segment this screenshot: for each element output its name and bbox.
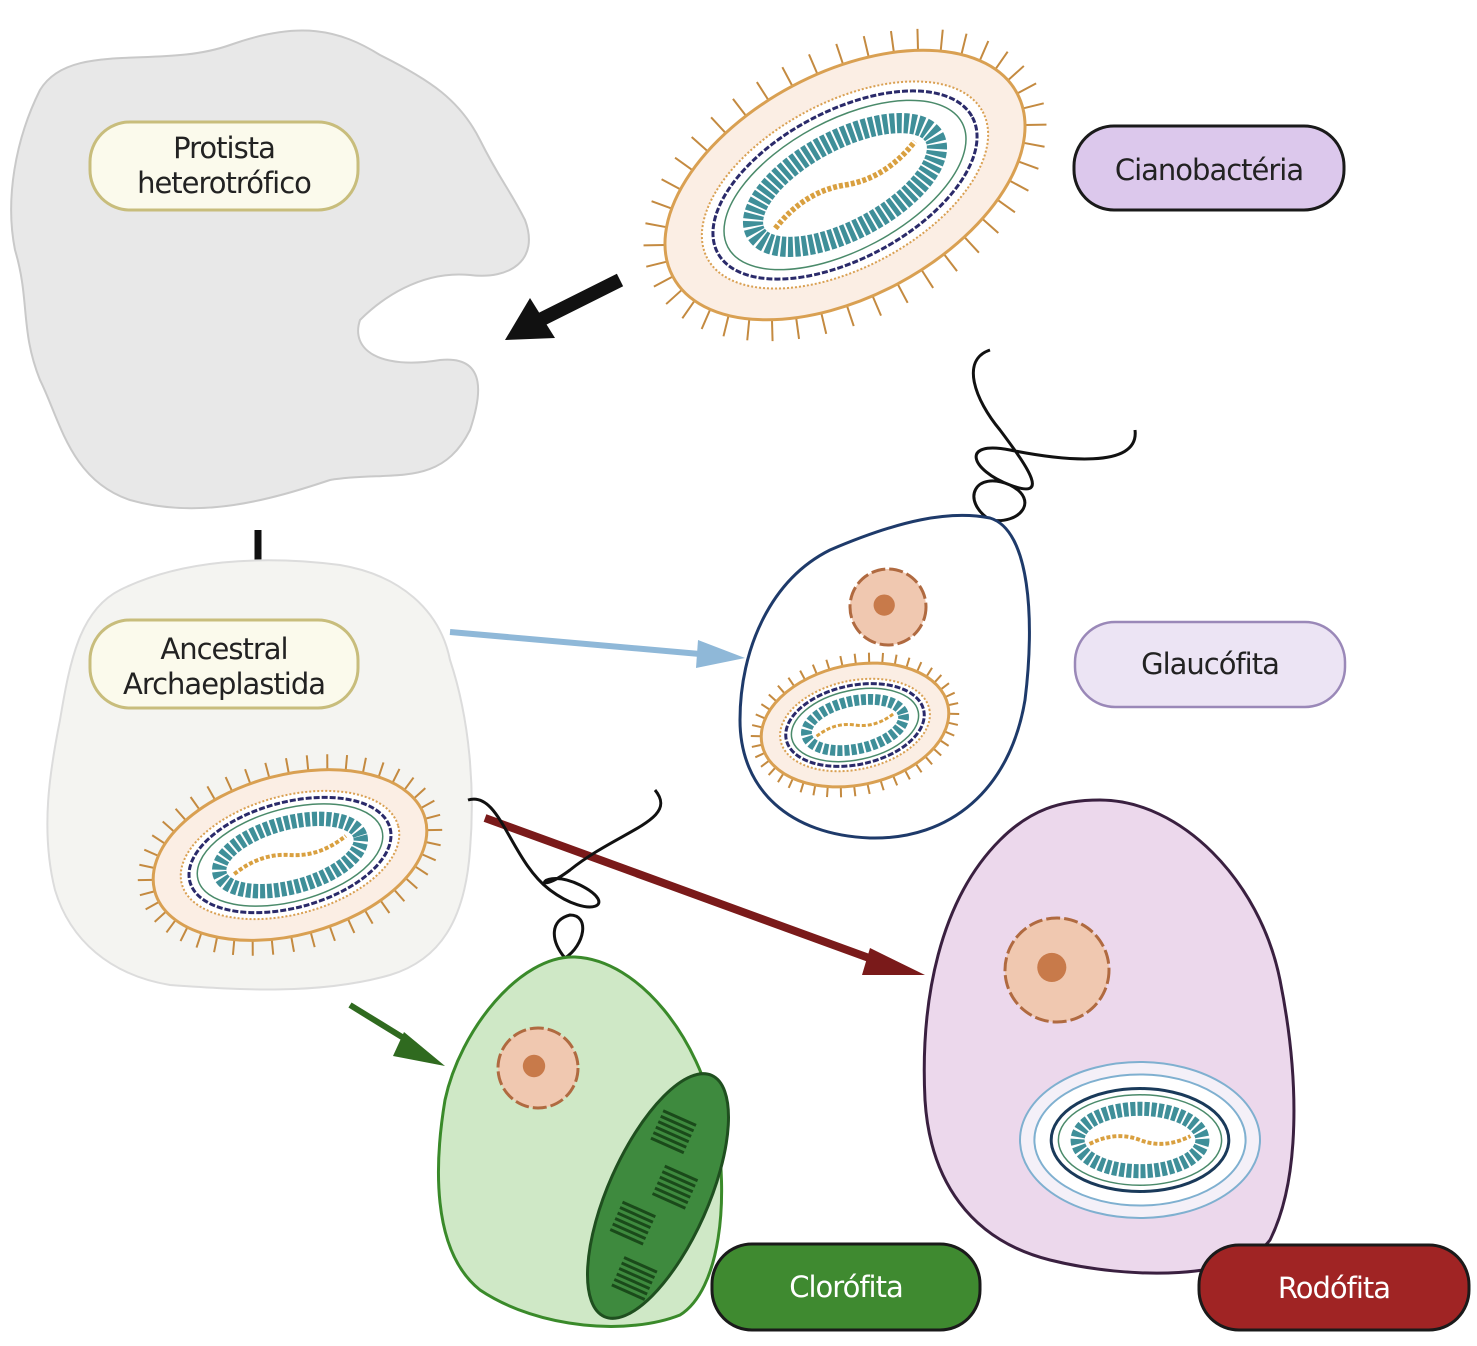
glaucophyte-nucleus — [848, 567, 928, 647]
thylakoid-stack — [614, 1217, 649, 1235]
cyanobacterium-dna — [773, 139, 917, 231]
cyanobacterium-thylakoid-line — [723, 99, 967, 271]
glaucophyte-cyanelle-lumen — [819, 711, 891, 739]
thylakoid-stack — [662, 1109, 697, 1127]
rhodophyte-plastid-thylakoid-band — [1070, 1101, 1210, 1179]
rhodophyte-label-text: Rodófita — [1278, 1271, 1390, 1305]
chlorophyte-arrow-head — [393, 1032, 445, 1066]
thylakoid-stack — [651, 1192, 687, 1210]
thylakoid-stack — [657, 1120, 692, 1138]
ancestral-label: Ancestral Archaeplastida — [88, 618, 360, 710]
glaucophyte-nucleus-nucleolus — [873, 594, 895, 616]
glaucophyte-cyanelle — [750, 652, 960, 798]
chlorophyte-label-text: Clorófita — [789, 1270, 903, 1304]
glaucophyte-arrow-head — [696, 640, 745, 668]
cyanobacteria-label: Cianobactéria — [1072, 124, 1346, 212]
rhodophyte-nucleus — [1003, 916, 1111, 1024]
thylakoid-stack — [613, 1278, 648, 1296]
protist-label: Protista heterotrófico — [88, 120, 360, 212]
cyanobacteria-label-text: Cianobactéria — [1115, 153, 1303, 187]
thylakoid-stack — [655, 1125, 690, 1144]
thylakoid-stack — [616, 1272, 651, 1290]
thylakoid-stack — [621, 1200, 656, 1219]
thylakoid-stack — [664, 1164, 699, 1183]
thylakoid-stack — [620, 1261, 656, 1280]
rhodophyte-arrow-head — [862, 948, 925, 975]
chlorophyte-label: Clorófita — [710, 1242, 982, 1332]
cyanobacterium-spikes — [643, 28, 1047, 342]
thylakoid-stack — [623, 1256, 658, 1274]
glaucophyte-cyanelle-thylakoid-line — [790, 687, 920, 763]
glaucophyte-label-text: Glaucófita — [1141, 647, 1279, 681]
rhodophyte-plastid-dna — [1088, 1134, 1192, 1146]
rhodophyte-label: Rodófita — [1197, 1243, 1471, 1332]
thylakoid-stack — [619, 1206, 654, 1224]
glaucophyte-label: Glaucófita — [1073, 620, 1347, 709]
protist-label-line2: heterotrófico — [137, 166, 311, 200]
thylakoid-stack — [656, 1181, 691, 1199]
cyanobacterium-outer-ring — [711, 89, 979, 281]
rhodophyte-arrow — [483, 814, 882, 966]
thylakoid-stack — [616, 1211, 652, 1230]
thylakoid-stack — [660, 1114, 695, 1133]
thylakoid-stack — [661, 1170, 696, 1188]
rhodophyte-plastid-outer-ring — [1049, 1087, 1231, 1193]
glaucophyte-arrow — [449, 629, 701, 657]
chloroplast — [586, 1072, 730, 1320]
glaucophyte-flagella — [971, 348, 1137, 523]
ancestral-plastid-thylakoid-line — [196, 803, 384, 907]
engulf-arrow — [536, 273, 624, 327]
ancestral-plastid-dna — [232, 834, 348, 876]
thylakoid-stack — [654, 1186, 689, 1205]
heterotrophic-protist-cell — [10, 29, 530, 510]
rhodophyte-plastid-thylakoid-line — [1057, 1094, 1223, 1186]
protist-label-line1: Protista — [173, 131, 275, 165]
glaucophyte-cyanelle-spikes — [750, 652, 960, 798]
glaucophyte-cyanelle-dna — [815, 712, 895, 738]
chlorophyte-nucleus-nucleolus — [522, 1054, 546, 1078]
thylakoid-stack — [650, 1136, 685, 1155]
rhodophyte-nucleus-nucleolus — [1037, 952, 1067, 982]
rhodophyte-plastid-lumen — [1094, 1124, 1186, 1156]
thylakoid-stack — [652, 1131, 687, 1149]
ancestral-label-line1: Ancestral — [160, 632, 287, 666]
thylakoid-stack — [612, 1222, 647, 1241]
chlorophyte-nucleus — [496, 1026, 580, 1110]
thylakoid-stack — [609, 1228, 644, 1246]
engulf-arrow-head — [505, 298, 555, 340]
thylakoid-stack — [659, 1175, 694, 1194]
rhodophyte-plastid — [1019, 1061, 1261, 1219]
glaucophyte-cyanelle-thylakoid-band — [801, 693, 909, 757]
thylakoid-stack — [611, 1283, 646, 1301]
ancestral-plastid-spikes — [137, 754, 443, 956]
cyanobacterium — [643, 28, 1047, 342]
thylakoid-stack — [618, 1267, 653, 1285]
ancestral-plastid — [137, 754, 443, 956]
ancestral-label-line2: Archaeplastida — [123, 667, 325, 701]
chlorophyte-flagella — [467, 789, 663, 960]
